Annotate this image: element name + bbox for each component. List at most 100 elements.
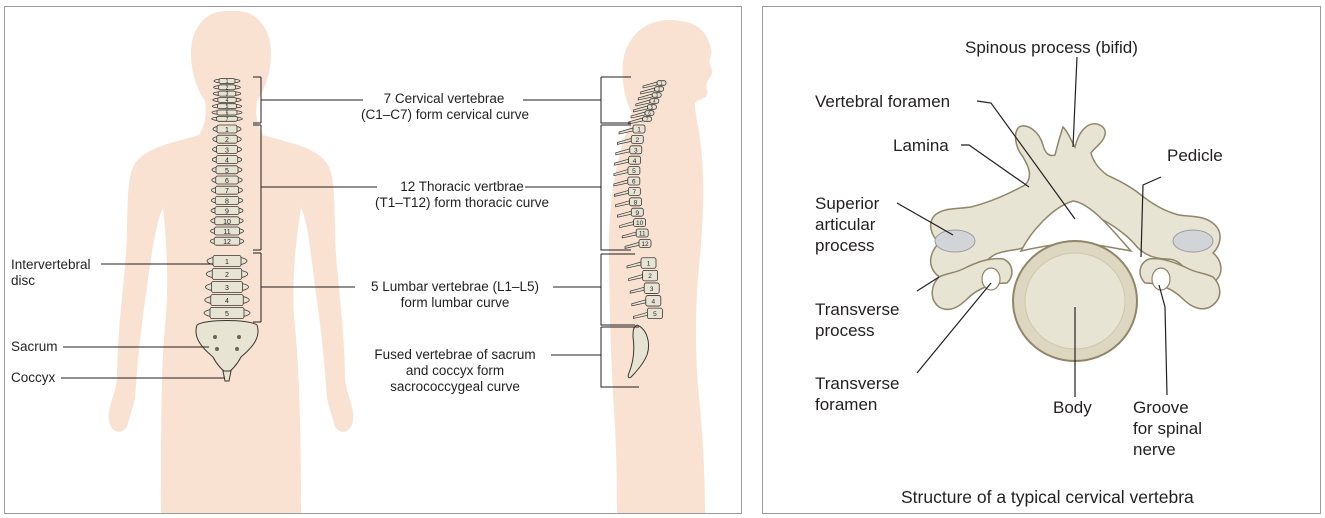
intervertebral-label-line2: disc (11, 273, 91, 289)
posterior-vertebra-number: 3 (225, 147, 229, 154)
body-label: Body (1053, 397, 1092, 418)
vertebral-column-illustration: 123456712345678910111212345 123456712345… (5, 7, 742, 514)
lateral-vertebra-number: 9 (636, 210, 640, 217)
transverse-process-line1: Transverse (815, 299, 899, 320)
posterior-vertebra-number: 11 (223, 229, 230, 236)
lumbar-label: 5 Lumbar vertebrae (L1–L5) form lumbar c… (353, 279, 557, 311)
intervertebral-label-line1: Intervertebral (11, 257, 91, 273)
posterior-vertebra: 4 (205, 295, 250, 306)
pedicle-label: Pedicle (1167, 145, 1223, 166)
lateral-vertebra-number: 1 (647, 261, 651, 268)
sacrococcygeal-label-line1: Fused vertebrae of sacrum (355, 347, 555, 363)
posterior-vertebra-number: 1 (225, 127, 229, 134)
groove-line1: Groove (1133, 397, 1202, 418)
posterior-vertebra-number: 4 (226, 98, 229, 104)
posterior-vertebra-number: 10 (223, 219, 231, 226)
groove-line3: nerve (1133, 439, 1202, 460)
posterior-vertebra-number: 8 (225, 198, 229, 205)
posterior-vertebra-number: 9 (225, 209, 229, 216)
posterior-vertebra-number: 4 (225, 158, 229, 165)
posterior-vertebra-number: 2 (225, 137, 229, 144)
lateral-vertebra-number: 4 (651, 298, 655, 305)
vertebral-foramen-label: Vertebral foramen (815, 91, 950, 112)
lateral-vertebra-number: 10 (636, 220, 644, 227)
groove-line2: for spinal (1133, 418, 1202, 439)
posterior-vertebra: 2 (206, 269, 248, 280)
posterior-vertebra: 7 (212, 186, 243, 195)
posterior-vertebra: 1 (207, 256, 247, 267)
posterior-vertebra-number: 7 (225, 188, 229, 195)
spinous-process-label: Spinous process (bifid) (965, 37, 1138, 58)
posterior-vertebra: 12 (210, 237, 244, 246)
left-articular-facet (935, 230, 975, 252)
posterior-vertebra-number: 1 (225, 259, 229, 266)
transverse-process-line2: process (815, 320, 899, 341)
lateral-vertebra-number: 11 (639, 231, 646, 238)
vertebra-caption: Structure of a typical cervical vertebra (901, 487, 1194, 508)
lateral-vertebra-number: 6 (632, 179, 636, 186)
lateral-vertebra-number: 3 (650, 286, 654, 293)
posterior-coccyx (223, 371, 231, 381)
lateral-vertebra-number: 7 (633, 189, 637, 196)
coccyx-label: Coccyx (11, 370, 55, 386)
lateral-vertebra-number: 5 (632, 168, 636, 175)
posterior-vertebra: 6 (212, 176, 243, 185)
thoracic-label: 12 Thoracic vertbrae (T1–T12) form thora… (369, 179, 555, 211)
posterior-vertebra: 3 (213, 145, 242, 154)
cervical-label-line1: 7 Cervical vertebrae (361, 91, 527, 107)
posterior-vertebra-number: 7 (226, 117, 229, 123)
posterior-vertebra: 11 (211, 227, 244, 236)
posterior-vertebra-number: 1 (226, 79, 229, 85)
right-articular-facet (1173, 230, 1213, 252)
right-transverse-foramen (1152, 268, 1170, 290)
lateral-vertebra-number: 1 (637, 127, 641, 134)
posterior-vertebra-number: 3 (225, 285, 229, 292)
posterior-vertebra: 5 (204, 308, 250, 319)
superior-articular-line2: articular (815, 214, 879, 235)
posterior-vertebra: 1 (213, 125, 241, 134)
posterior-vertebra: 8 (211, 196, 243, 205)
lumbar-label-line2: form lumbar curve (353, 295, 557, 311)
transverse-foramen-label: Transverse foramen (815, 373, 899, 415)
lateral-vertebra-number: 12 (641, 241, 649, 248)
lateral-vertebra-number: 3 (634, 147, 638, 154)
posterior-vertebra-number: 2 (225, 272, 229, 279)
sacrococcygeal-label-line2: and coccyx form (355, 363, 555, 379)
cervical-label: 7 Cervical vertebrae (C1–C7) form cervic… (361, 91, 527, 123)
thoracic-label-line2: (T1–T12) form thoracic curve (369, 195, 555, 211)
posterior-vertebra-number: 5 (225, 311, 229, 318)
sacrococcygeal-label: Fused vertebrae of sacrum and coccyx for… (355, 347, 555, 395)
cervical-vertebra-panel: Spinous process (bifid) Vertebral forame… (762, 6, 1321, 514)
posterior-vertebra-number: 12 (223, 239, 231, 246)
transverse-foramen-line2: foramen (815, 394, 899, 415)
lateral-vertebra-number: 2 (635, 137, 639, 144)
transverse-process-label: Transverse process (815, 299, 899, 341)
posterior-vertebra-number: 5 (226, 104, 229, 110)
intervertebral-disc-label: Intervertebral disc (11, 257, 91, 289)
lateral-vertebra-number: 5 (653, 311, 657, 318)
lateral-vertebra-number: 2 (648, 273, 652, 280)
superior-articular-line1: Superior (815, 193, 879, 214)
cervical-label-line2: (C1–C7) form cervical curve (361, 107, 527, 123)
posterior-vertebra: 4 (212, 156, 242, 165)
posterior-vertebra-number: 4 (225, 298, 229, 305)
left-transverse-foramen (982, 268, 1000, 290)
superior-articular-process-label: Superior articular process (815, 193, 879, 256)
lateral-vertebra-number: 8 (634, 199, 638, 206)
transverse-foramen-line1: Transverse (815, 373, 899, 394)
groove-for-spinal-nerve-label: Groove for spinal nerve (1133, 397, 1202, 460)
sacrococcygeal-label-line3: sacrococcygeal curve (355, 379, 555, 395)
posterior-vertebra-number: 6 (226, 111, 229, 117)
posterior-vertebra: 10 (211, 217, 244, 226)
posterior-vertebra-number: 3 (226, 92, 229, 98)
posterior-vertebra: 3 (206, 282, 249, 293)
posterior-vertebra-number: 2 (226, 85, 229, 91)
lateral-vertebra-number: 4 (633, 158, 637, 165)
cervical-vertebra-illustration (763, 7, 1321, 514)
superior-articular-line3: process (815, 235, 879, 256)
posterior-vertebra: 9 (211, 207, 243, 216)
posterior-vertebra-number: 6 (225, 178, 229, 185)
thoracic-label-line1: 12 Thoracic vertbrae (369, 179, 555, 195)
lamina-label: Lamina (893, 135, 949, 156)
